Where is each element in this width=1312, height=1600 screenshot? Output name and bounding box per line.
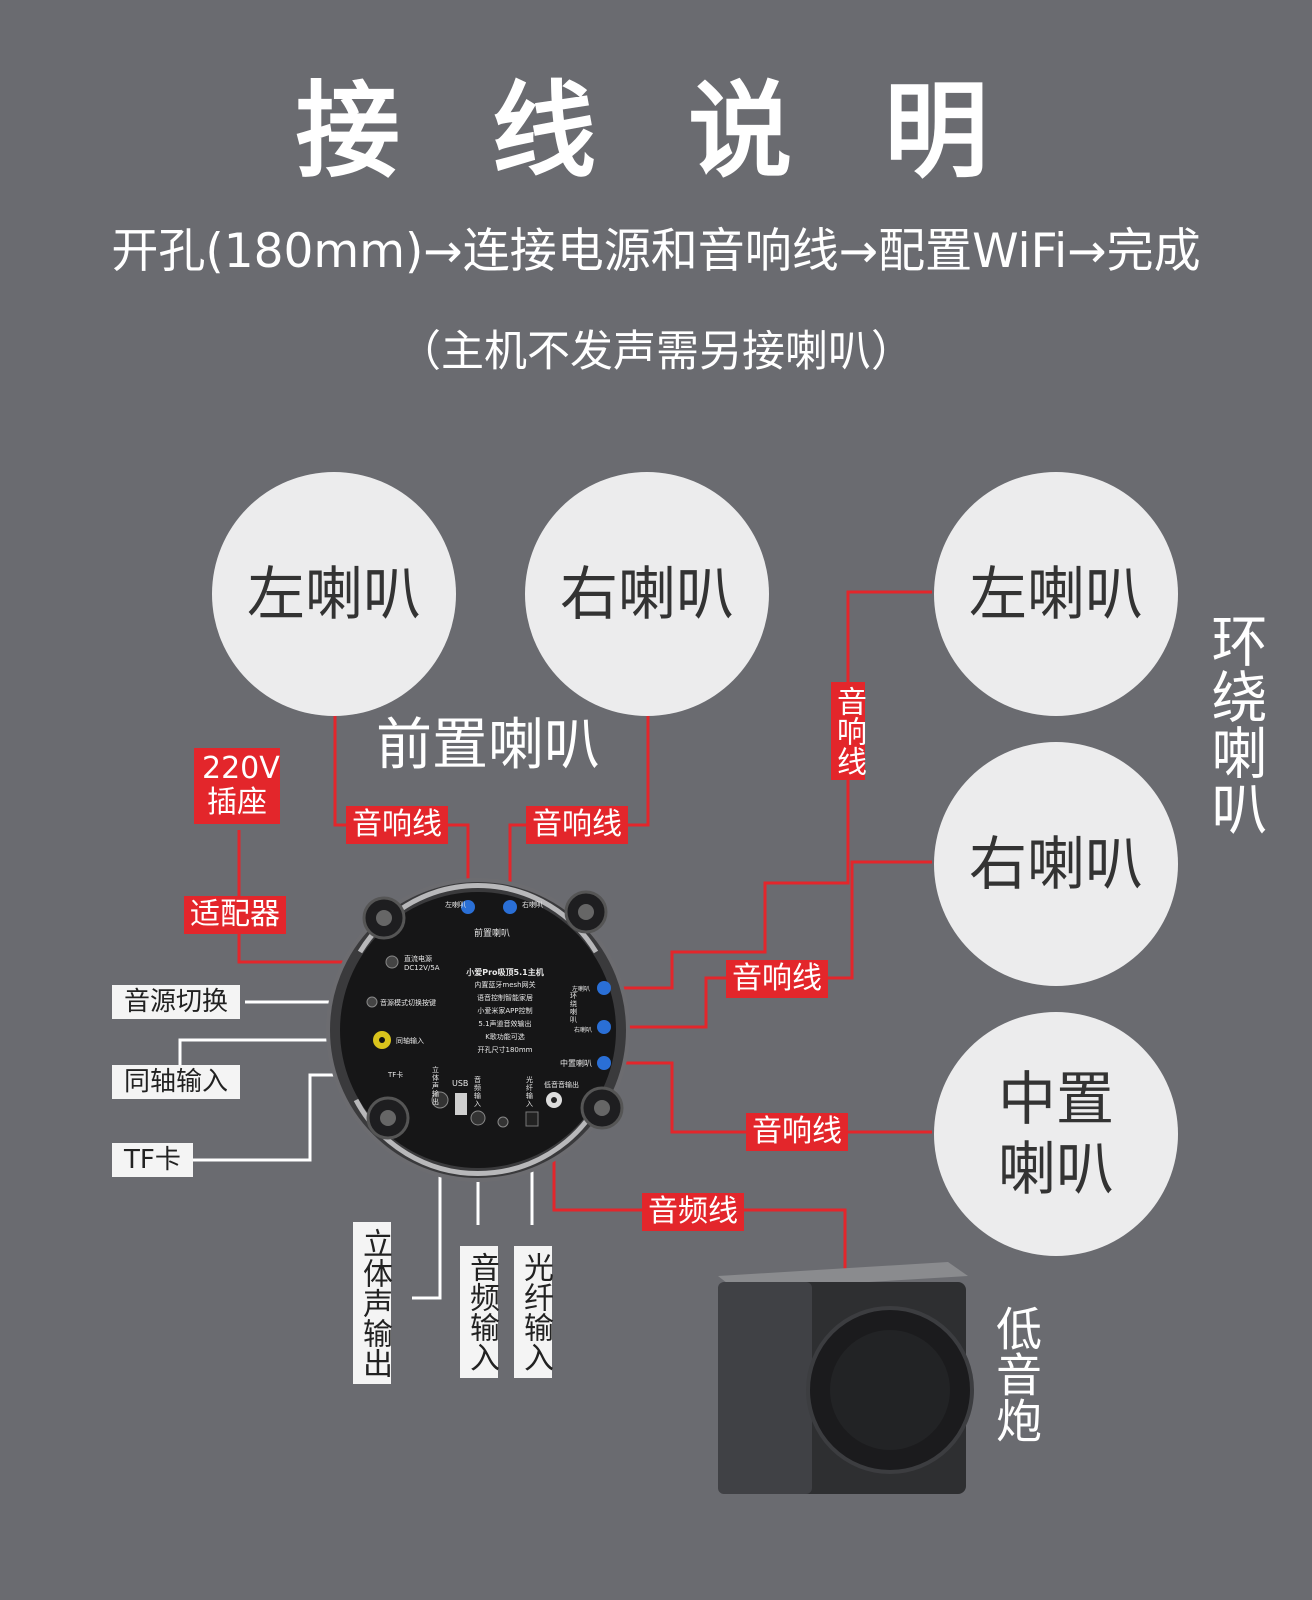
wire-surround-left [610,590,932,990]
device-info-line: 内置蓝牙mesh网关 [474,981,536,989]
surround-speaker-group-label: 环绕喇叭 [1202,612,1267,836]
audio-input-label: 音频输入 [460,1246,499,1378]
device-surround-label: 环绕喇叭 [570,992,577,1024]
front-speaker-group-label: 前置喇叭 [376,713,600,778]
wire-stereo [412,1100,442,1300]
device-info-line: 5.1声道音效输出 [478,1020,532,1028]
device-sub-label: 低音音输出 [544,1081,579,1089]
device-dc-label: 直流电源 DC12V/5A [404,955,440,972]
page-subtitle: 开孔(180mm)→连接电源和音响线→配置WiFi→完成 [111,224,1201,279]
front-right-cable-label: 音响线 [526,806,628,844]
device-rr-label: 右喇叭 [574,1027,593,1034]
device-info-line: 小爱Pro吸顶5.1主机 [466,968,544,977]
wire-surround-right [612,860,932,1029]
surround-left-speaker: 左喇叭 [934,472,1178,716]
page-note: （主机不发声需另接喇叭） [398,327,914,377]
surround-left-cable-label: 音响线 [831,682,866,780]
center-speaker: 中置喇叭 [934,1012,1178,1256]
device-tf-label: TF卡 [388,1071,404,1079]
device-front-label: 前置喇叭 [474,929,511,939]
device-coax-label: 同轴输入 [396,1037,424,1045]
center-cable-label: 音响线 [746,1113,848,1151]
device-center-label: 中置喇叭 [560,1059,592,1068]
front-right-speaker: 右喇叭 [525,472,769,716]
page-title: 接 线 说 明 [295,70,1017,192]
front-left-cable-label: 音响线 [346,806,448,844]
device-audio-label: 音频输入 [474,1076,481,1108]
optical-input-label: 光纤输入 [514,1246,553,1378]
source-switch-label: 音源切换 [112,985,241,1019]
device-sl-label: 左喇叭 [572,986,591,993]
device-switch-label: 音源模式切换按键 [380,999,436,1007]
device-info-line: 语音控制智能家居 [477,994,533,1002]
sub-cable-label: 音频线 [642,1193,744,1231]
device-port-fr: 右喇叭 [522,901,543,909]
tf-card-label: TF卡 [112,1143,193,1177]
device-info-line: 小爱米家APP控制 [477,1007,533,1015]
device-info-line: K歌功能可选 [485,1033,525,1041]
device-info-line: 开孔尺寸180mm [477,1046,533,1054]
front-left-speaker: 左喇叭 [212,472,456,716]
adapter-label: 适配器 [184,896,286,934]
device-stereo-label: 立体声输出 [432,1066,439,1106]
device-optical-label: 光纤输入 [526,1076,533,1108]
device-port-fl: 左喇叭 [445,901,466,909]
device-info-block: 小爱Pro吸顶5.1主机 内置蓝牙mesh网关 语音控制智能家居 小爱米家APP… [450,966,560,1057]
device-usb-label: USB [452,1079,469,1088]
surround-right-cable-label: 音响线 [726,960,828,998]
subwoofer-label: 低音炮 [989,1305,1043,1443]
surround-right-speaker: 右喇叭 [934,742,1178,986]
coax-input-label: 同轴输入 [112,1065,241,1099]
plug-label: 220V插座 [194,748,280,824]
stereo-output-label: 立体声输出 [353,1222,392,1384]
